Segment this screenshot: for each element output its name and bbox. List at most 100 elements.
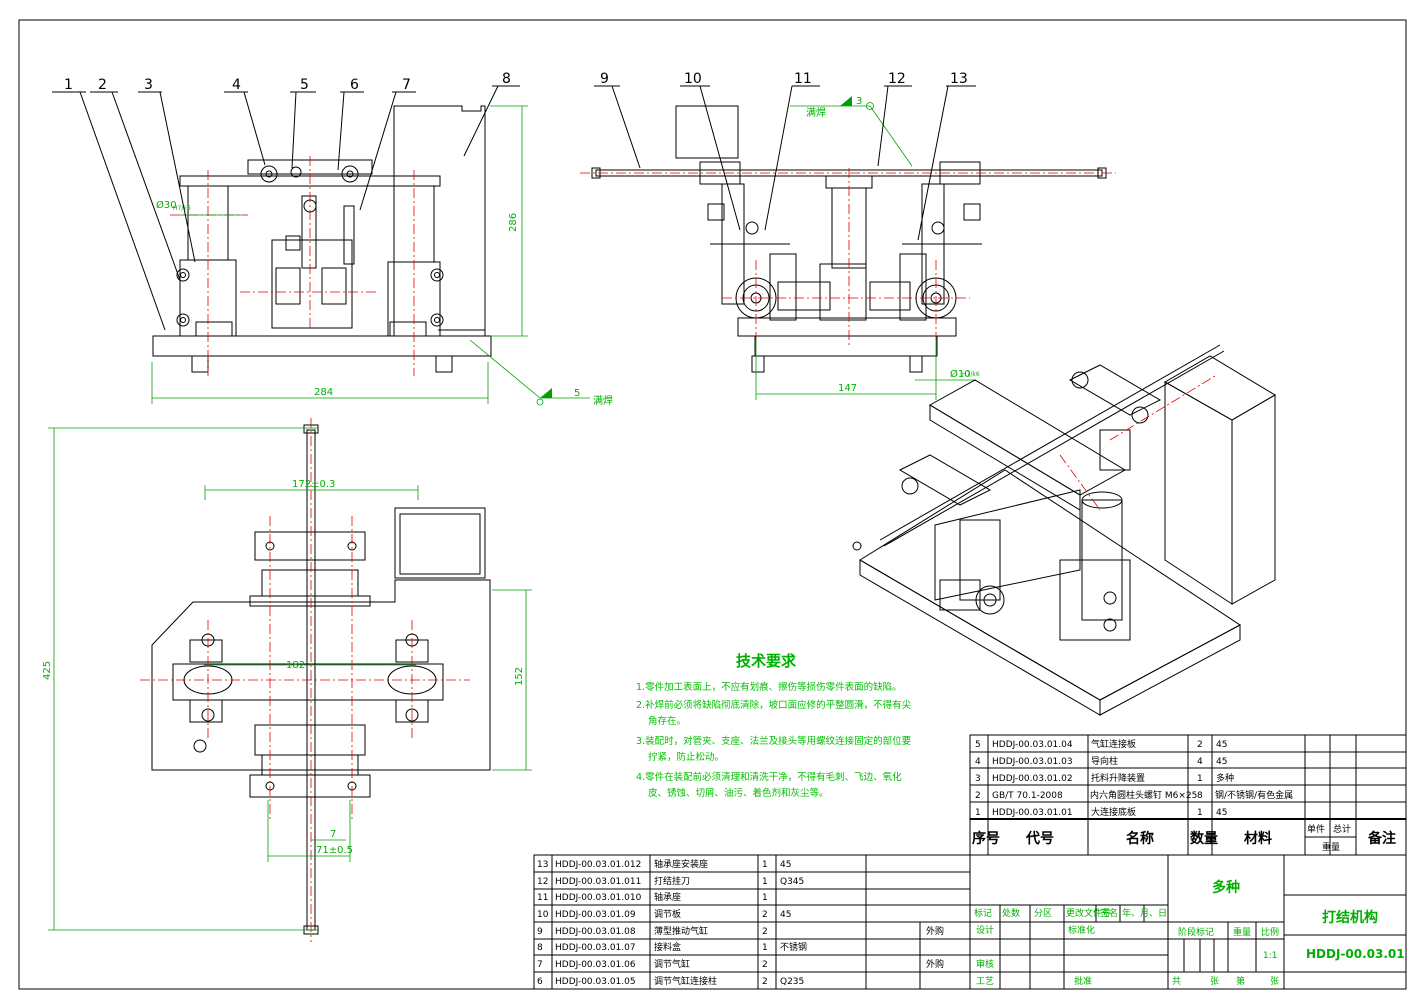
bom-upper-row: 1 HDDJ-00.03.01.01 大连接底板 1 45 <box>975 806 1227 818</box>
svg-text:9: 9 <box>537 927 543 937</box>
bom-lower-row: 11 HDDJ-00.03.01.010 轴承座 1 <box>537 891 768 903</box>
bom-upper-row: 5 HDDJ-00.03.01.04 气缸连接板 2 45 <box>975 738 1227 750</box>
svg-text:材料: 材料 <box>1244 830 1272 847</box>
svg-text:薄型推动气缸: 薄型推动气缸 <box>654 925 708 937</box>
balloon-8: 8 <box>463 71 520 157</box>
svg-text:HDDJ-00.03.01.011: HDDJ-00.03.01.011 <box>555 877 641 887</box>
svg-text:2: 2 <box>762 960 768 970</box>
svg-text:内六角圆柱头螺钉 M6×25: 内六角圆柱头螺钉 M6×25 <box>1090 789 1197 801</box>
balloon-1: 1 <box>52 77 166 331</box>
svg-text:HDDJ-00.03.01.03: HDDJ-00.03.01.03 <box>992 757 1073 767</box>
bom-lower-row: 8 HDDJ-00.03.01.07 接料盒 1 不锈钢 <box>537 941 807 953</box>
bom-lower-row: 13 HDDJ-00.03.01.012 轴承座安装座 1 45 <box>537 858 791 870</box>
svg-text:5: 5 <box>300 77 309 93</box>
svg-text:8: 8 <box>537 943 543 953</box>
svg-text:45: 45 <box>1216 757 1227 767</box>
svg-text:托料升降装置: 托料升降装置 <box>1091 772 1145 784</box>
svg-text:1: 1 <box>1197 808 1203 818</box>
svg-text:4: 4 <box>975 757 981 767</box>
svg-text:HDDJ-00.03.01.04: HDDJ-00.03.01.04 <box>992 740 1073 750</box>
tb-row-doc: 更改文件号 <box>1066 907 1111 919</box>
svg-text:10: 10 <box>537 910 549 920</box>
balloon-6: 6 <box>337 77 364 171</box>
bom-lower-row: 9 HDDJ-00.03.01.08 薄型推动气缸 2 外购 <box>537 925 944 937</box>
balloon-10: 10 <box>680 71 741 231</box>
balloon-2: 2 <box>90 77 181 281</box>
bom-lower-row: 12 HDDJ-00.03.01.011 打结挂刀 1 Q345 <box>537 875 804 887</box>
dim-147: 147 <box>838 383 857 394</box>
svg-text:2: 2 <box>762 910 768 920</box>
tech-item-1: 1.零件加工表面上，不应有划痕、擦伤等损伤零件表面的缺陷。 <box>636 681 902 693</box>
svg-text:HDDJ-00.03.01.010: HDDJ-00.03.01.010 <box>555 893 642 903</box>
svg-text:12: 12 <box>888 71 906 87</box>
svg-text:45: 45 <box>780 860 791 870</box>
svg-text:单件: 单件 <box>1307 823 1325 835</box>
svg-text:4: 4 <box>232 77 241 93</box>
title-drawing-name: 打结机构 <box>1322 909 1378 926</box>
svg-text:外购: 外购 <box>926 958 944 970</box>
weld-size-front: 5 <box>574 388 580 399</box>
svg-text:多种: 多种 <box>1216 772 1234 784</box>
svg-text:Q235: Q235 <box>780 977 804 987</box>
dim-286: 286 <box>508 213 519 232</box>
bom-upper-row: 2 GB/T 70.1-2008 内六角圆柱头螺钉 M6×25 8 钢/不锈钢/… <box>975 789 1293 801</box>
svg-text:1: 1 <box>975 808 981 818</box>
title-no: 第 <box>1236 975 1245 987</box>
tech-item-3b: 拧紧，防止松动。 <box>648 751 724 763</box>
title-sheets: 张 <box>1210 976 1219 987</box>
dim-71: 71±0.5 <box>316 845 353 856</box>
title-block: 多种 打结机构 HDDJ-00.03.01 阶段标记 重量 比例 1:1 共 张… <box>1167 854 1407 990</box>
balloon-12: 12 <box>877 71 912 167</box>
balloon-5: 5 <box>290 77 316 169</box>
svg-text:HDDJ-00.03.01.08: HDDJ-00.03.01.08 <box>555 927 636 937</box>
bom-upper-row: 3 HDDJ-00.03.01.02 托料升降装置 1 多种 <box>975 772 1234 784</box>
dim-172: 172±0.3 <box>292 479 335 490</box>
svg-text:Q345: Q345 <box>780 877 804 887</box>
svg-text:2: 2 <box>98 77 107 93</box>
bom-upper: 5 HDDJ-00.03.01.04 气缸连接板 2 45 4 HDDJ-00.… <box>969 734 1407 856</box>
svg-text:HDDJ-00.03.01.06: HDDJ-00.03.01.06 <box>555 960 636 970</box>
svg-text:13: 13 <box>537 860 548 870</box>
svg-text:13: 13 <box>950 71 968 87</box>
tb-standard: 标准化 <box>1068 924 1095 936</box>
tech-title: 技术要求 <box>736 652 797 670</box>
svg-text:4: 4 <box>1197 757 1203 767</box>
svg-text:不锈钢: 不锈钢 <box>780 941 807 953</box>
svg-text:打结挂刀: 打结挂刀 <box>654 875 690 887</box>
dim-425: 425 <box>42 661 53 680</box>
title-material: 多种 <box>1212 879 1240 896</box>
tb-row-zone: 分区 <box>1034 908 1052 919</box>
svg-text:1: 1 <box>762 893 768 903</box>
svg-text:HDDJ-00.03.01.05: HDDJ-00.03.01.05 <box>555 977 636 987</box>
front-view: 284 286 Ø30 H7/k6 5 满焊 1 2 3 4 5 6 7 8 <box>52 71 613 407</box>
svg-text:轴承座: 轴承座 <box>654 891 681 903</box>
svg-text:备注: 备注 <box>1367 830 1396 847</box>
svg-text:3: 3 <box>975 774 981 784</box>
svg-text:调节气缸: 调节气缸 <box>654 958 690 970</box>
bom-upper-row: 4 HDDJ-00.03.01.03 导向柱 4 45 <box>975 755 1227 767</box>
svg-text:调节气缸连接柱: 调节气缸连接柱 <box>654 975 717 987</box>
svg-text:接料盒: 接料盒 <box>654 941 681 953</box>
tb-row-sign: 签名 <box>1100 907 1118 919</box>
title-stage: 阶段标记 <box>1178 926 1214 938</box>
tb-row-count: 处数 <box>1002 907 1020 919</box>
tb-review: 审核 <box>976 958 994 970</box>
svg-text:3: 3 <box>144 77 153 93</box>
svg-text:GB/T 70.1-2008: GB/T 70.1-2008 <box>992 791 1063 801</box>
balloon-13: 13 <box>917 71 976 241</box>
svg-text:9: 9 <box>600 71 609 87</box>
dim-d10-tol: H7/k6 <box>962 371 980 378</box>
weld-label-front: 满焊 <box>593 395 613 407</box>
tb-row-mark: 标记 <box>974 907 992 919</box>
svg-text:气缸连接板: 气缸连接板 <box>1091 738 1136 750</box>
svg-text:1: 1 <box>1197 774 1203 784</box>
svg-text:HDDJ-00.03.01.012: HDDJ-00.03.01.012 <box>555 860 641 870</box>
svg-text:7: 7 <box>402 77 411 93</box>
weld-size-side: 3 <box>856 96 862 107</box>
tech-item-2a: 2.补焊前必须将缺陷彻底清除，坡口面应修的平整圆滑，不得有尖 <box>636 699 912 711</box>
dim-d30-tol: H7/k6 <box>173 205 191 212</box>
svg-text:总计: 总计 <box>1333 823 1351 835</box>
svg-text:2: 2 <box>762 927 768 937</box>
svg-text:名称: 名称 <box>1126 830 1154 847</box>
